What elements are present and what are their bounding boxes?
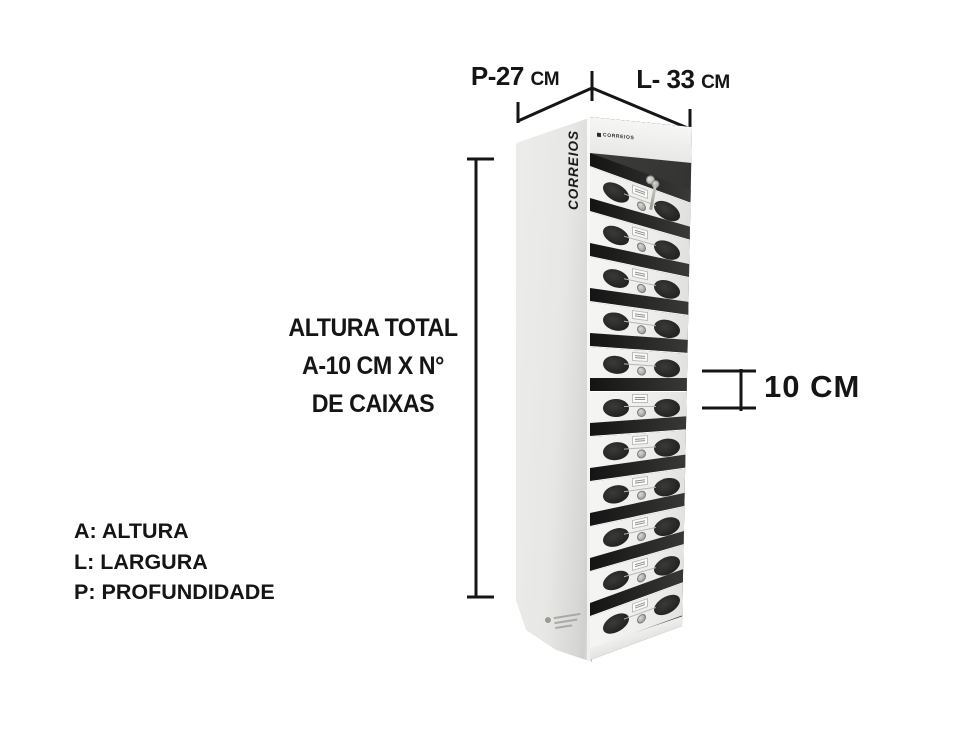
key-stem-icon — [649, 185, 657, 210]
correios-side-text: CORREIOS — [566, 129, 581, 210]
door-lock-icon — [637, 408, 646, 417]
mail-slot-right-icon — [654, 591, 680, 619]
doors-layer — [590, 117, 692, 660]
door-number-sticker — [632, 226, 648, 240]
door-lock-icon — [637, 490, 646, 501]
legend-largura: L: LARGURA — [74, 549, 208, 574]
mail-slot-right-icon — [654, 317, 680, 340]
door-number-sticker — [632, 475, 648, 488]
door-number-sticker — [632, 351, 648, 363]
door-lock-icon — [637, 531, 646, 543]
width-value: L- 33 — [636, 64, 695, 94]
door-number-sticker — [632, 394, 648, 403]
cabinet-front-face: CORREIOS — [590, 117, 692, 660]
door-lock-icon — [637, 282, 646, 294]
door-lock-icon — [637, 449, 646, 459]
door-number-sticker — [632, 516, 648, 530]
door-lock-icon — [637, 324, 646, 335]
total-height-note: ALTURA TOTAL A-10 CM X N° DE CAIXAS — [287, 309, 460, 423]
cabinet-side-panel — [516, 117, 592, 662]
stamp-text-line — [554, 618, 578, 624]
mail-slot-right-icon — [654, 437, 680, 458]
legend-profundidade: P: PROFUNDIDADE — [74, 580, 275, 604]
door-number-sticker — [632, 434, 648, 446]
door-sticker-line — [624, 406, 656, 407]
depth-dimension-line — [517, 86, 593, 123]
total-height-note-line2: A-10 CM X N° — [302, 352, 444, 380]
mail-slot-left-icon — [603, 399, 629, 417]
stamp-text-line — [555, 624, 573, 629]
door-lock-icon — [637, 241, 646, 254]
total-height-note-line1: ALTURA TOTAL — [288, 314, 458, 342]
width-label: L- 33 CM — [613, 64, 753, 95]
dimension-legend: A: ALTURA L: LARGURA P: PROFUNDIDADE — [74, 516, 275, 608]
depth-label: P-27 CM — [450, 61, 580, 92]
door-lock-icon — [637, 612, 646, 625]
total-height-note-line3: DE CAIXAS — [311, 390, 435, 418]
box-height-label: 10 CM — [764, 369, 861, 404]
door-number-sticker — [632, 267, 648, 281]
mail-slot-left-icon — [603, 441, 629, 462]
legend-altura: A: ALTURA — [74, 519, 189, 543]
stamp-logo-icon — [544, 616, 552, 624]
door-gap-shadow — [590, 378, 692, 391]
door-lock-icon — [637, 366, 646, 376]
width-unit: CM — [701, 72, 730, 93]
mail-slot-right-icon — [654, 399, 680, 417]
mail-slot-right-icon — [654, 358, 680, 379]
door-number-sticker — [632, 309, 648, 322]
mail-slot-left-icon — [603, 609, 629, 638]
mail-slot-left-icon — [603, 525, 629, 550]
depth-unit: CM — [530, 69, 560, 90]
depth-value: P-27 — [470, 61, 524, 91]
mail-slot-left-icon — [603, 483, 629, 506]
mail-slot-left-icon — [603, 354, 629, 375]
